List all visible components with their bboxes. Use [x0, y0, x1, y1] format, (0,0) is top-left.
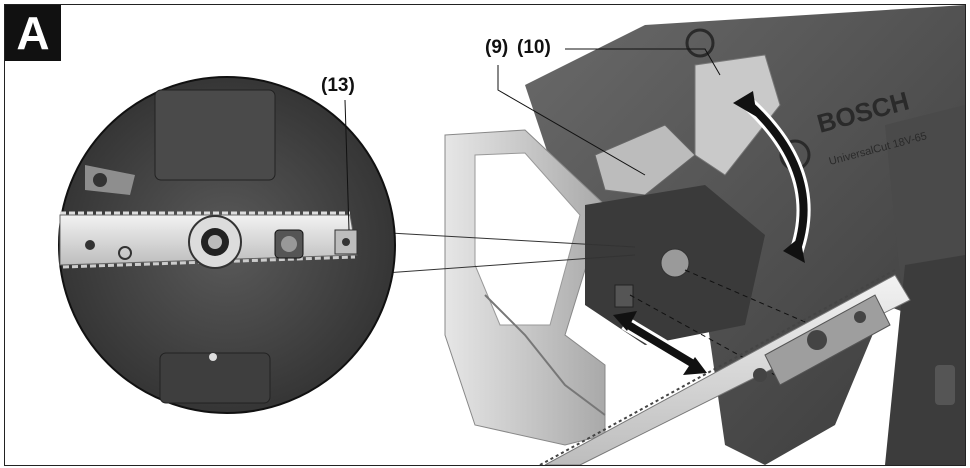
- zoom-leaders: [384, 232, 636, 274]
- lever-10: [694, 54, 781, 176]
- callout-leaders: [344, 48, 721, 231]
- rotation-arrow: [733, 91, 811, 263]
- callout-10: (10): [517, 37, 551, 58]
- part-9: [594, 124, 696, 196]
- figure-badge: A: [5, 5, 61, 61]
- callout-9: (9): [485, 37, 509, 58]
- chain-bar: [539, 269, 911, 465]
- illustration: BOSCH UniversalCut 18V-65: [58, 5, 965, 465]
- slide-arrow: [613, 311, 707, 375]
- guard-frame: [444, 129, 606, 446]
- mount-mechanism: [585, 185, 765, 345]
- detail-circle: [58, 76, 396, 414]
- callout-13: (13): [321, 75, 355, 96]
- figure-frame: BOSCH UniversalCut 18V-65: [4, 4, 966, 466]
